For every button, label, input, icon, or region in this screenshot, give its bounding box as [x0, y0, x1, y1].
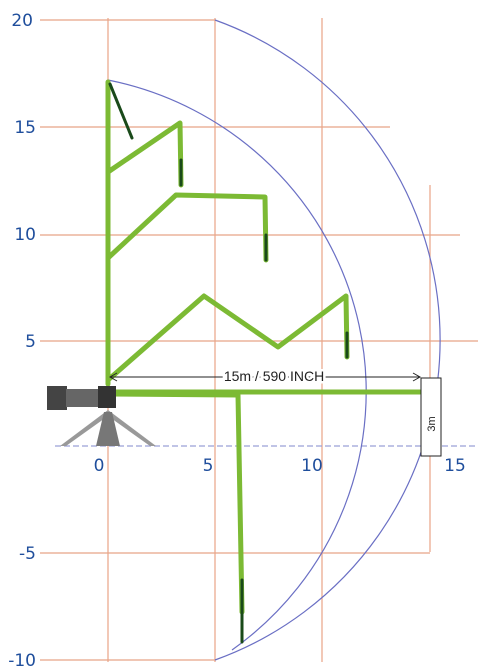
y-tick-5: 5 — [25, 332, 36, 352]
boom-high-position — [105, 120, 184, 188]
height-dimension-box — [420, 377, 442, 457]
y-tick-minus5: -5 — [19, 544, 36, 564]
reach-arrow-left — [108, 372, 118, 382]
truck-body — [47, 386, 156, 446]
y-tick-20: 20 — [11, 11, 33, 31]
outrigger-center — [96, 412, 120, 446]
reach-label: 15m / 590 INCH — [224, 368, 324, 384]
outrigger-left — [60, 410, 108, 446]
y-tick-minus10: -10 — [8, 651, 36, 670]
x-tick-10: 10 — [301, 456, 323, 476]
boom-upper-position — [105, 192, 269, 263]
outer-reach-arc — [214, 19, 441, 661]
height-label: 3m — [426, 416, 438, 431]
boom-down-position — [105, 391, 245, 615]
inner-reach-arc — [107, 79, 367, 651]
boom-positions — [105, 79, 423, 615]
x-tick-0: 0 — [94, 456, 105, 476]
boom-tip-vertical — [108, 82, 134, 140]
truck-engine — [66, 389, 100, 407]
boom-tips — [108, 82, 349, 644]
x-tick-5: 5 — [203, 456, 214, 476]
y-axis-labels: 20 15 10 5 -5 -10 — [8, 11, 36, 670]
x-axis-labels: 0 5 10 15 — [94, 456, 466, 476]
x-tick-15: 15 — [444, 456, 466, 476]
y-tick-15: 15 — [14, 118, 36, 138]
outrigger-right — [108, 410, 156, 446]
truck-cab — [47, 386, 67, 410]
reach-arrow-right — [412, 372, 422, 382]
boom-mid-position — [105, 293, 350, 383]
dimension-lines — [108, 372, 442, 457]
truck-turret — [98, 386, 116, 408]
y-tick-10: 10 — [14, 225, 36, 245]
